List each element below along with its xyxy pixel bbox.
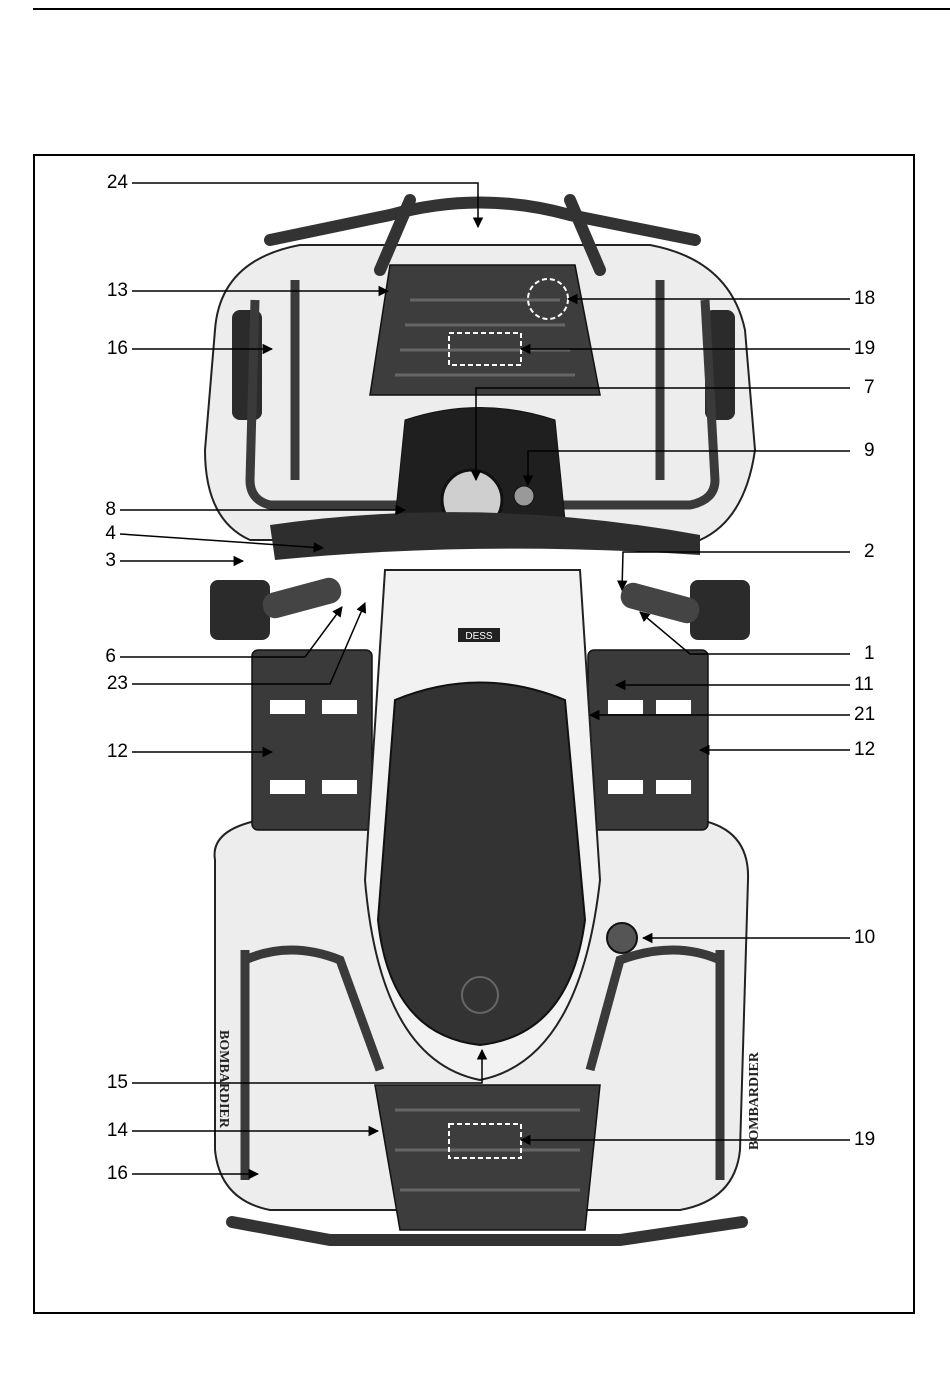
- callout-19-rear: 19: [854, 1130, 894, 1150]
- fuel-cap: [607, 923, 637, 953]
- callout-7: 7: [864, 378, 904, 398]
- callout-16-rear: 16: [88, 1164, 128, 1184]
- callout-8: 8: [76, 500, 116, 520]
- callout-6: 6: [76, 647, 116, 667]
- callout-9: 9: [864, 441, 904, 461]
- callout-15: 15: [88, 1073, 128, 1093]
- callout-10: 10: [854, 928, 894, 948]
- callout-18: 18: [854, 289, 894, 309]
- callout-24: 24: [88, 173, 128, 193]
- callout-19-front: 19: [854, 339, 894, 359]
- callout-21: 21: [854, 705, 894, 725]
- callout-16-front: 16: [88, 339, 128, 359]
- brand-decal-right: BOMBARDIER: [747, 1051, 762, 1150]
- callout-11: 11: [854, 675, 894, 695]
- callout-3: 3: [76, 551, 116, 571]
- callout-4: 4: [76, 524, 116, 544]
- callout-13: 13: [88, 281, 128, 301]
- callout-2: 2: [864, 542, 904, 562]
- callout-12-right: 12: [854, 740, 894, 760]
- callout-23: 23: [88, 674, 128, 694]
- callout-12-left: 12: [88, 742, 128, 762]
- callout-1: 1: [864, 644, 904, 664]
- instrument-pod: [395, 408, 565, 531]
- center-badge: DESS: [465, 631, 493, 642]
- callout-14: 14: [88, 1121, 128, 1141]
- seat: [378, 683, 585, 1046]
- brand-decal-left: BOMBARDIER: [216, 1030, 231, 1129]
